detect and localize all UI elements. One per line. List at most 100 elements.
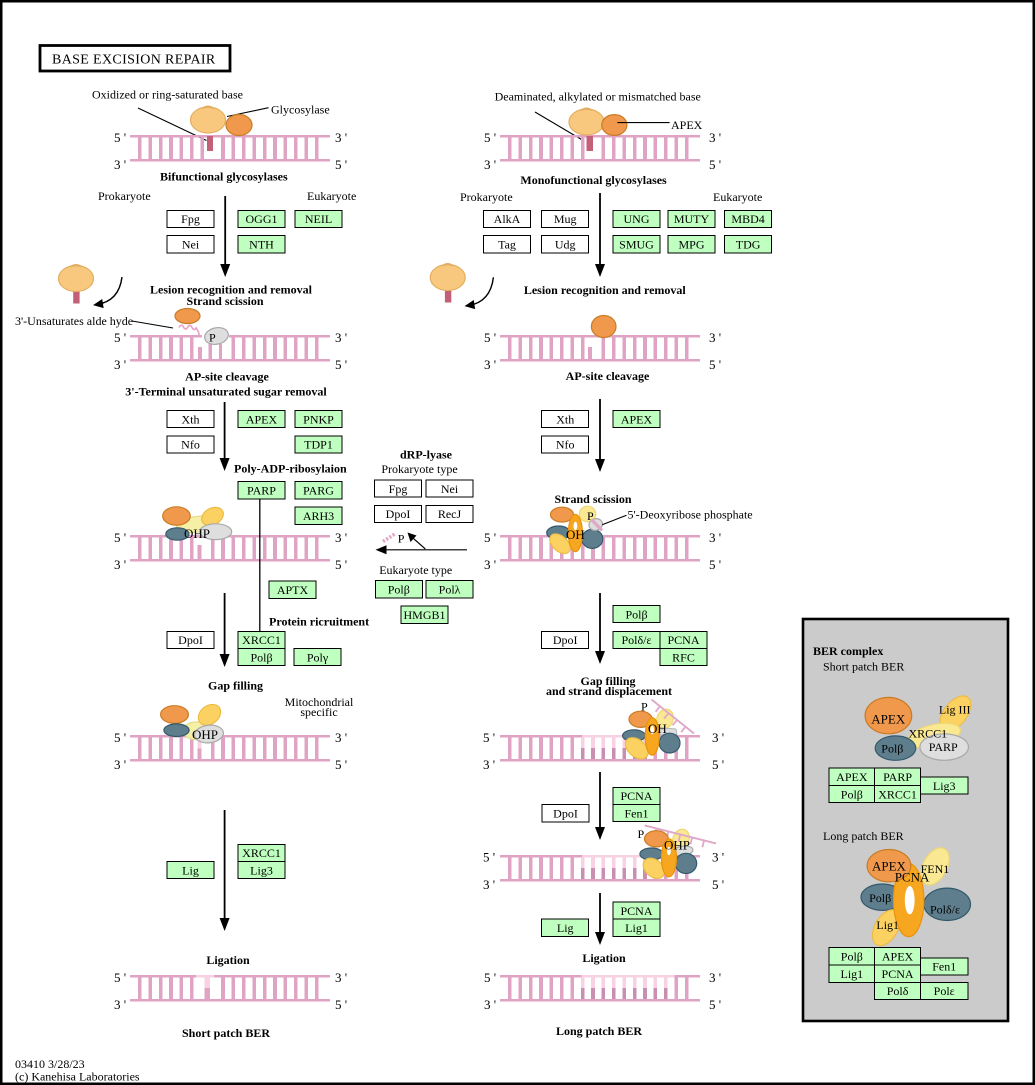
svg-text:Long patch BER: Long patch BER — [823, 829, 904, 843]
svg-text:Polγ: Polγ — [307, 650, 329, 664]
svg-text:Lig3: Lig3 — [933, 779, 956, 793]
svg-text:5 ': 5 ' — [335, 157, 347, 172]
svg-text:5 ': 5 ' — [484, 530, 496, 545]
svg-text:OHP: OHP — [184, 526, 210, 541]
svg-text:3 ': 3 ' — [335, 530, 347, 545]
svg-text:UNG: UNG — [624, 212, 650, 226]
svg-text:3 ': 3 ' — [483, 877, 495, 892]
svg-text:Polδ/ε: Polδ/ε — [930, 903, 960, 917]
svg-text:Nfo: Nfo — [181, 438, 200, 452]
svg-text:PCNA: PCNA — [667, 633, 699, 647]
svg-text:Polβ: Polβ — [250, 650, 272, 664]
svg-text:APEX: APEX — [671, 118, 703, 132]
svg-text:and strand displacement: and strand displacement — [546, 684, 672, 698]
svg-text:Lig1: Lig1 — [876, 918, 899, 932]
svg-text:XRCC1: XRCC1 — [242, 633, 281, 647]
svg-text:PCNA: PCNA — [882, 967, 914, 981]
svg-text:5 ': 5 ' — [709, 557, 721, 572]
svg-text:DpoI: DpoI — [553, 807, 578, 821]
svg-text:DpoI: DpoI — [553, 633, 578, 647]
svg-text:Gap filling: Gap filling — [580, 674, 635, 688]
svg-text:Eukaryote type: Eukaryote type — [379, 563, 452, 577]
svg-text:3 ': 3 ' — [114, 157, 126, 172]
svg-text:Xth: Xth — [556, 412, 574, 426]
svg-text:BER complex: BER complex — [813, 644, 883, 658]
svg-text:AP-site cleavage: AP-site cleavage — [566, 369, 650, 383]
svg-text:5 ': 5 ' — [484, 970, 496, 985]
svg-text:3 ': 3 ' — [114, 757, 126, 772]
svg-text:3 ': 3 ' — [114, 357, 126, 372]
svg-text:Nfo: Nfo — [556, 438, 575, 452]
svg-text:5 ': 5 ' — [335, 997, 347, 1012]
svg-text:3 ': 3 ' — [712, 730, 724, 745]
svg-text:5 ': 5 ' — [712, 757, 724, 772]
svg-text:Polβ: Polβ — [881, 741, 903, 755]
svg-text:specific: specific — [300, 705, 337, 719]
svg-text:Gap filling: Gap filling — [208, 679, 263, 693]
svg-text:RecJ: RecJ — [438, 507, 462, 521]
svg-text:Deaminated, alkylated or misma: Deaminated, alkylated or mismatched base — [495, 90, 701, 104]
svg-text:5 ': 5 ' — [709, 357, 721, 372]
svg-text:Polβ: Polβ — [841, 787, 863, 801]
svg-text:OHP: OHP — [192, 727, 218, 742]
svg-text:OGG1: OGG1 — [246, 212, 278, 226]
svg-text:3 ': 3 ' — [484, 357, 496, 372]
svg-text:5 ': 5 ' — [335, 557, 347, 572]
svg-text:5 ': 5 ' — [114, 130, 126, 145]
svg-text:Lig: Lig — [557, 921, 574, 935]
svg-text:NTH: NTH — [249, 238, 274, 252]
svg-text:5 ': 5 ' — [709, 157, 721, 172]
svg-text:5 ': 5 ' — [484, 130, 496, 145]
svg-text:OH: OH — [566, 527, 585, 542]
svg-text:Polβ: Polβ — [388, 582, 410, 596]
svg-text:DpoI: DpoI — [386, 507, 411, 521]
svg-text:Ligation: Ligation — [206, 953, 250, 967]
svg-text:5 ': 5 ' — [712, 877, 724, 892]
svg-text:Lig III: Lig III — [939, 703, 971, 717]
svg-text:DpoI: DpoI — [178, 633, 203, 647]
svg-text:5 ': 5 ' — [335, 757, 347, 772]
svg-text:Fen1: Fen1 — [625, 806, 649, 820]
svg-text:dRP-lyase: dRP-lyase — [400, 448, 453, 462]
svg-text:3 ': 3 ' — [335, 730, 347, 745]
svg-text:Ligation: Ligation — [582, 951, 626, 965]
svg-text:FEN1: FEN1 — [921, 862, 950, 876]
svg-text:3'-Terminal unsaturated sugar: 3'-Terminal unsaturated sugar removal — [125, 385, 327, 399]
svg-text:PCNA: PCNA — [620, 904, 652, 918]
svg-text:P: P — [209, 331, 216, 345]
svg-text:5 ': 5 ' — [483, 730, 495, 745]
svg-text:3 ': 3 ' — [335, 970, 347, 985]
svg-text:Fen1: Fen1 — [932, 960, 956, 974]
svg-text:Short patch BER: Short patch BER — [823, 660, 904, 674]
svg-text:3'-Unsaturates alde hyde: 3'-Unsaturates alde hyde — [15, 314, 133, 328]
svg-text:Eukaryote: Eukaryote — [307, 189, 356, 203]
svg-text:3 ': 3 ' — [709, 970, 721, 985]
svg-text:Monofunctional glycosylases: Monofunctional glycosylases — [520, 173, 667, 187]
svg-text:Polβ: Polβ — [869, 891, 891, 905]
svg-text:Lesion recognition and removal: Lesion recognition and removal — [524, 283, 687, 297]
svg-text:APEX: APEX — [621, 412, 653, 426]
svg-text:Lig: Lig — [182, 863, 199, 877]
svg-text:3 ': 3 ' — [484, 157, 496, 172]
svg-text:Lig3: Lig3 — [250, 863, 273, 877]
svg-text:APEX: APEX — [882, 949, 914, 963]
svg-text:Tag: Tag — [498, 238, 516, 252]
svg-text:Poly-ADP-ribosylaion: Poly-ADP-ribosylaion — [234, 462, 347, 476]
svg-text:Lig1: Lig1 — [841, 967, 864, 981]
svg-text:Eukaryote: Eukaryote — [713, 190, 762, 204]
svg-text:NEIL: NEIL — [305, 212, 332, 226]
svg-text:APEX: APEX — [246, 412, 278, 426]
svg-text:PCNA: PCNA — [895, 870, 930, 885]
svg-text:03410 3/28/23: 03410 3/28/23 — [15, 1057, 85, 1071]
svg-text:TDG: TDG — [736, 238, 761, 252]
svg-text:5 ': 5 ' — [484, 330, 496, 345]
svg-text:3 ': 3 ' — [709, 330, 721, 345]
svg-text:Oxidized or ring-saturated bas: Oxidized or ring-saturated base — [92, 88, 243, 102]
svg-text:MPG: MPG — [678, 238, 704, 252]
svg-text:5 ': 5 ' — [709, 997, 721, 1012]
svg-text:Protein ricruitment: Protein ricruitment — [269, 615, 369, 629]
svg-text:APEX: APEX — [871, 711, 906, 726]
svg-text:APEX: APEX — [872, 859, 907, 874]
svg-text:P: P — [641, 700, 648, 714]
svg-text:3 ': 3 ' — [712, 850, 724, 865]
